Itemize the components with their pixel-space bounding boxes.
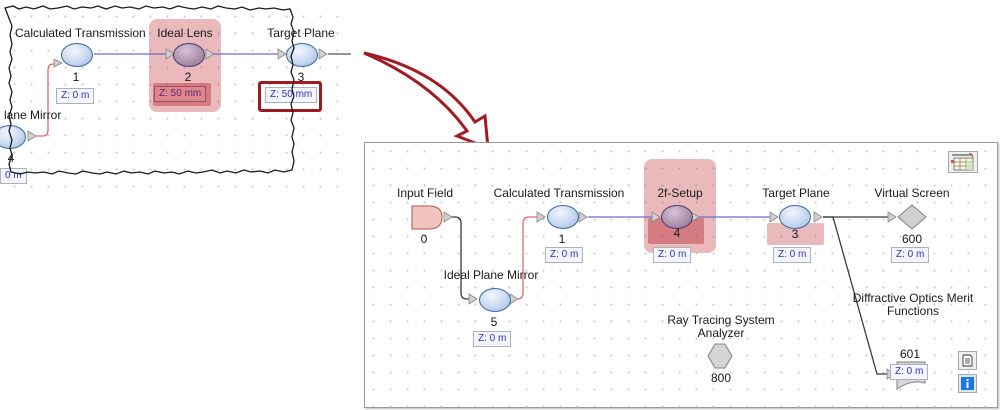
main-diagram-canvas[interactable]: Input Field 0 Calculated Transmission 1 …: [364, 142, 998, 408]
z-emphasis-frame: [258, 81, 322, 112]
port-out: [443, 211, 453, 223]
z-position[interactable]: Z: 0 m: [891, 247, 930, 263]
node-label-input-field: Input Field: [397, 186, 454, 200]
z-position[interactable]: Z: 0 m: [653, 247, 692, 263]
label-line: Functions: [886, 304, 940, 318]
node-number: 0: [420, 232, 428, 246]
table-view-button[interactable]: [948, 151, 978, 173]
virtual-screen-shape: [897, 204, 927, 230]
node-input-field[interactable]: [411, 205, 443, 230]
port-out: [509, 293, 519, 305]
inset-node-label: lane Mirror: [4, 108, 62, 122]
node-target-plane[interactable]: [779, 205, 811, 229]
label-line: Ray Tracing System: [667, 313, 775, 327]
node-label-ideal-plane-mirror: Ideal Plane Mirror: [443, 268, 539, 282]
z-position[interactable]: Z: 0 m: [545, 247, 584, 263]
node-ideal-plane-mirror[interactable]: [479, 288, 511, 312]
node-label-calc-transmission: Calculated Transmission: [493, 186, 625, 200]
port-out: [205, 48, 215, 60]
node-ray-tracing-analyzer[interactable]: [707, 343, 734, 369]
document-icon: [962, 354, 973, 367]
node-label-merit-functions: Diffractive Optics Merit Functions: [843, 292, 983, 318]
node-number: 4: [673, 226, 681, 240]
inset-node-label: Ideal Lens: [157, 26, 213, 40]
inset-node-label: Calculated Transmission: [15, 26, 146, 40]
port-in: [165, 48, 175, 60]
node-number: 1: [558, 232, 566, 246]
info-button[interactable]: [958, 374, 977, 393]
document-button[interactable]: [958, 351, 977, 370]
inset-node-plane-mirror[interactable]: [0, 125, 26, 149]
inset-z-position[interactable]: Z: 50 mm: [154, 86, 207, 102]
port-out: [27, 130, 37, 142]
port-out: [578, 211, 588, 223]
input-field-shape: [411, 205, 443, 230]
inset-node-calc-transmission[interactable]: [61, 43, 93, 67]
port-out: [813, 211, 823, 223]
node-label-target-plane: Target Plane: [762, 186, 830, 200]
port-in: [277, 48, 287, 60]
wire-target-to-merit: [823, 216, 887, 375]
port-in: [651, 211, 661, 223]
node-number-merit-functions: 601: [899, 347, 921, 361]
inset-node-ideal-lens[interactable]: [173, 43, 205, 67]
inset-node-target-plane[interactable]: [286, 43, 318, 67]
node-calc-transmission[interactable]: [547, 205, 579, 229]
port-out: [318, 48, 328, 60]
z-position-merit-functions[interactable]: Z: 0 m: [890, 364, 929, 380]
z-position[interactable]: Z: 0 m: [773, 247, 812, 263]
port-in: [887, 211, 897, 223]
label-line: Analyzer: [697, 326, 745, 340]
inset-node-number: 3: [297, 70, 305, 84]
torn-edge-frame: [4, 5, 295, 175]
inset-node-number: 1: [72, 70, 80, 84]
wire-input-to-mirror: [451, 216, 469, 300]
node-number: 3: [791, 227, 799, 241]
inset-z-position[interactable]: Z: 0 m: [56, 88, 95, 104]
node-2f-setup[interactable]: [661, 205, 693, 229]
z-position[interactable]: Z: 0 m: [473, 331, 512, 347]
wire-mirror-to-transmission: [35, 63, 55, 137]
wire-mirror-to-transmission: [513, 216, 537, 300]
label-line: Diffractive Optics Merit: [852, 291, 974, 305]
inset-z-position[interactable]: 0 m: [0, 168, 27, 184]
table-view-icon: [951, 152, 974, 171]
inset-diagram: Calculated Transmission 1 Z: 0 m Ideal L…: [0, 8, 351, 192]
port-in: [536, 211, 546, 223]
node-number: 800: [710, 371, 732, 385]
port-in: [769, 211, 779, 223]
node-label-2f-setup: 2f-Setup: [657, 186, 703, 200]
node-number: 600: [901, 232, 923, 246]
port-in: [468, 293, 478, 305]
inset-node-label: Target Plane: [267, 26, 335, 40]
node-label-virtual-screen: Virtual Screen: [874, 186, 950, 200]
target-plane-number-highlight: [767, 223, 824, 245]
ray-tracing-analyzer-shape: [707, 343, 733, 369]
port-in: [53, 58, 63, 68]
node-label-ray-tracing: Ray Tracing System Analyzer: [665, 314, 777, 340]
node-number: 5: [490, 315, 498, 329]
info-icon: [961, 377, 974, 390]
inset-node-number: 2: [184, 70, 192, 84]
node-virtual-screen[interactable]: [897, 204, 927, 230]
